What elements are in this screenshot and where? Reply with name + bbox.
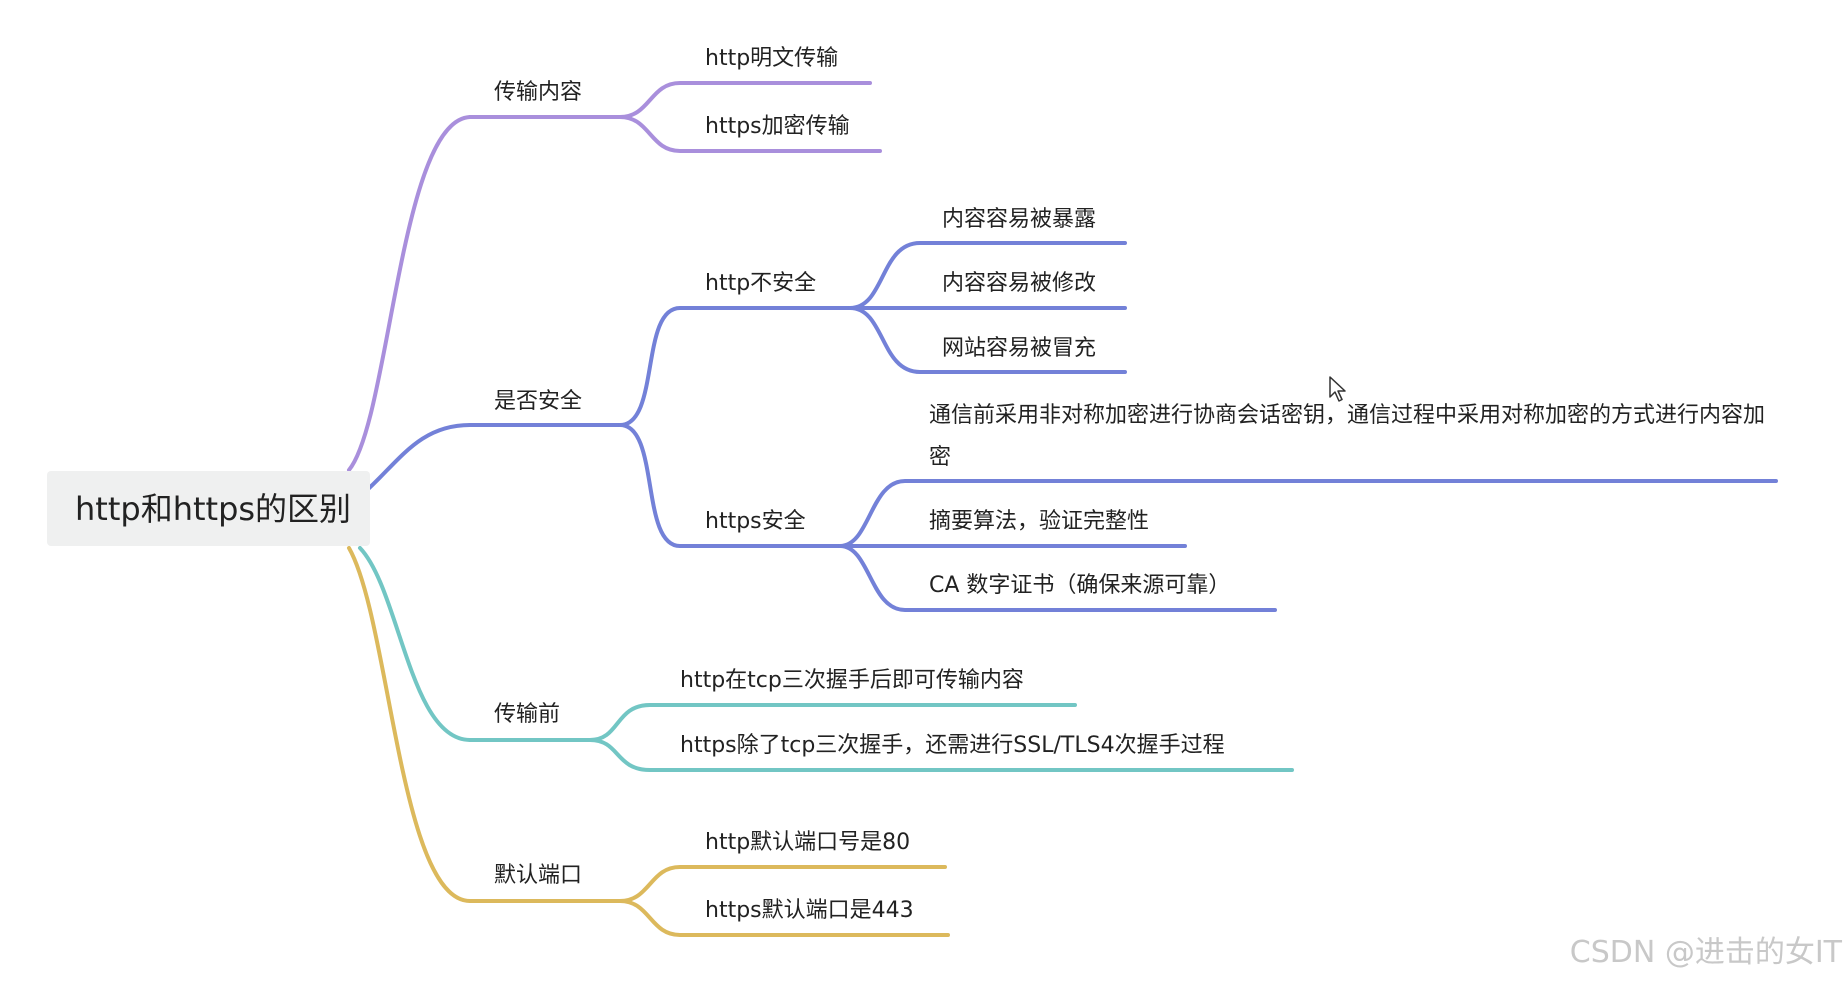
- node-http-port[interactable]: http默认端口号是80: [705, 830, 911, 855]
- connector-site-impersonated: [848, 306, 1127, 374]
- connector-https-secure: [618, 423, 842, 548]
- node-https-encrypted[interactable]: https加密传输: [705, 114, 850, 139]
- root-node[interactable]: [47, 471, 370, 546]
- connector-https-port: [618, 899, 950, 937]
- node-site-impersonated[interactable]: 网站容易被冒充: [942, 336, 1097, 361]
- mouse-pointer-icon: [1329, 376, 1346, 402]
- node-content-modified[interactable]: 内容容易被修改: [942, 271, 1097, 296]
- connector-ca-certificate: [838, 544, 1277, 612]
- connector-https-tls-handshake: [588, 738, 1294, 772]
- connector-http-after-tcp: [588, 703, 1077, 742]
- node-http-after-tcp[interactable]: http在tcp三次握手后即可传输内容: [680, 668, 1024, 693]
- node-https-port[interactable]: https默认端口是443: [705, 898, 914, 923]
- node-content-exposed[interactable]: 内容容易被暴露: [942, 207, 1097, 232]
- connector-content-exposed: [848, 241, 1127, 310]
- connector-root-default-port: [347, 546, 472, 903]
- node-asymmetric-key-exchange[interactable]: 通信前采用非对称加密进行协商会话密钥，通信过程中采用对称加密的方式进行内容加密: [929, 403, 1766, 470]
- connector-https-encrypted: [618, 115, 882, 153]
- node-https-tls-handshake[interactable]: https除了tcp三次握手，还需进行SSL/TLS4次握手过程: [680, 733, 1225, 758]
- branch-before-transmit[interactable]: 传输前: [494, 702, 561, 727]
- connector-root-security: [364, 423, 472, 493]
- branch-default-port[interactable]: 默认端口: [494, 863, 583, 888]
- branch-transmit-content[interactable]: 传输内容: [494, 80, 583, 105]
- branch-security[interactable]: 是否安全: [494, 389, 583, 414]
- connector-http-port: [618, 865, 947, 903]
- connector-asymmetric-key: [838, 479, 1778, 548]
- root-node-label: http和https的区别: [75, 490, 352, 528]
- node-http-insecure[interactable]: http不安全: [705, 271, 817, 296]
- watermark: CSDN @进击的女IT: [1569, 935, 1842, 970]
- connector-root-transmit-content: [347, 115, 472, 472]
- node-digest-algorithm[interactable]: 摘要算法，验证完整性: [929, 509, 1150, 534]
- connector-http-plaintext: [618, 81, 872, 119]
- node-ca-certificate[interactable]: CA 数字证书（确保来源可靠）: [929, 573, 1231, 598]
- node-http-plaintext[interactable]: http明文传输: [705, 46, 839, 71]
- connector-root-before-transmit: [358, 546, 472, 742]
- connector-http-insecure: [618, 306, 852, 427]
- node-https-secure[interactable]: https安全: [705, 509, 806, 534]
